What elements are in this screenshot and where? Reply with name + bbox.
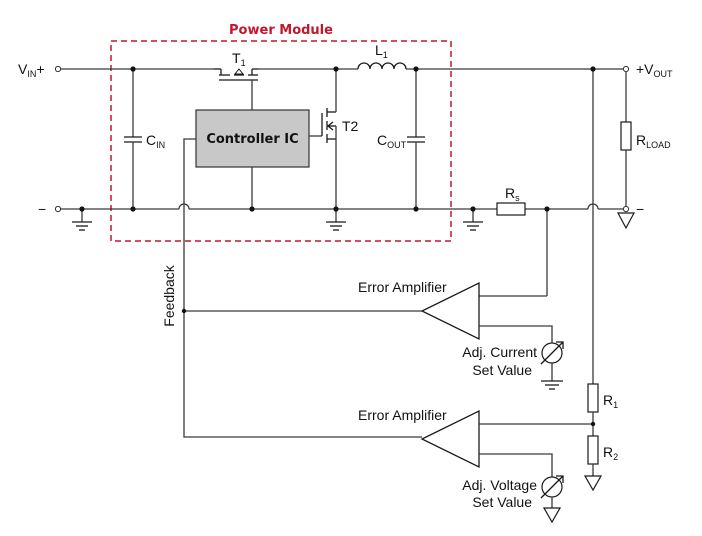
vin-plus-terminal	[54, 65, 62, 73]
ground-triangle-icon	[583, 475, 603, 492]
t1-label: T1	[232, 50, 246, 68]
r1-resistor	[587, 383, 599, 413]
t1-mosfet	[214, 68, 258, 110]
vout-plus-terminal	[622, 65, 630, 73]
adj-voltage-label-line1: Adj. Voltage	[462, 477, 537, 493]
vout-minus-terminal	[622, 205, 630, 213]
vin-plus-label: VIN+	[18, 61, 45, 79]
rs-resistor	[496, 202, 526, 216]
error-amplifier-voltage-label: Error Amplifier	[358, 407, 447, 423]
r2-resistor	[587, 435, 599, 465]
adj-current-label-line1: Adj. Current	[462, 344, 537, 360]
r1-label: R1	[603, 392, 618, 410]
t2-mosfet	[309, 69, 337, 209]
rload-label: RLOAD	[636, 132, 671, 150]
cin-capacitor	[124, 69, 142, 209]
adjustable-current-source-icon	[540, 341, 564, 365]
controller-ic	[195, 109, 310, 168]
junction-dots	[79, 66, 596, 427]
cout-label: COUT	[377, 132, 407, 150]
vout-minus-label: −	[636, 201, 644, 217]
controller-ic-label: Controller IC	[206, 132, 298, 147]
t2-label: T2	[342, 118, 359, 134]
l1-label: L1	[375, 42, 388, 60]
adjustable-voltage-source-icon	[540, 475, 564, 499]
vin-minus-terminal	[54, 205, 62, 213]
adj-voltage-label-line2: Set Value	[472, 494, 532, 510]
l1-inductor	[357, 62, 407, 70]
bottom-rail	[61, 203, 623, 210]
ground-icon	[541, 380, 563, 390]
cout-capacitor	[407, 69, 425, 209]
error-amplifier-voltage	[420, 409, 480, 469]
adj-current-label-line2: Set Value	[472, 362, 532, 378]
ground-icon	[463, 209, 483, 231]
vout-plus-label: +VOUT	[636, 61, 673, 79]
vin-minus-label: −	[38, 201, 46, 217]
ground-triangle-icon	[617, 212, 635, 230]
r2-label: R2	[603, 444, 618, 462]
cin-label: CIN	[146, 132, 165, 150]
rload-resistor	[620, 72, 632, 206]
power-module-title: Power Module	[229, 23, 333, 38]
error-amplifier-current	[420, 281, 480, 341]
power-module-boundary	[110, 40, 452, 242]
rs-label: Rs	[505, 185, 520, 203]
ground-icon	[326, 209, 346, 231]
error-amplifier-current-label: Error Amplifier	[358, 279, 447, 295]
ground-icon	[72, 209, 92, 231]
feedback-line	[183, 138, 422, 438]
ground-triangle-icon	[542, 507, 562, 524]
feedback-label: Feedback	[161, 264, 177, 326]
